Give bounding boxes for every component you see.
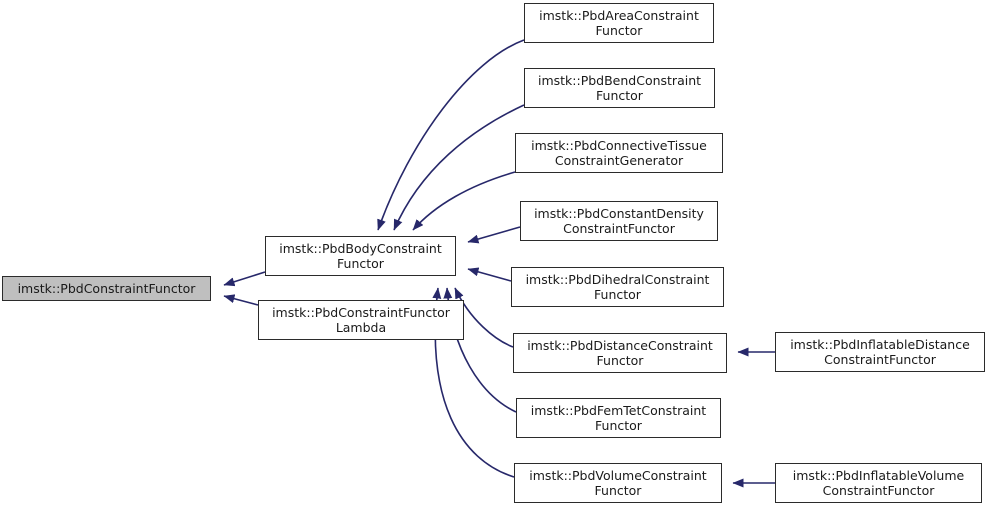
node-pbd-area-constraint-functor[interactable]: imstk::PbdAreaConstraint Functor bbox=[524, 3, 714, 43]
node-label: imstk::PbdConnectiveTissue ConstraintGen… bbox=[531, 137, 707, 169]
node-pbd-inflatable-volume-constraint-functor[interactable]: imstk::PbdInflatableVolume ConstraintFun… bbox=[775, 463, 982, 503]
node-pbd-inflatable-distance-constraint-functor[interactable]: imstk::PbdInflatableDistance ConstraintF… bbox=[775, 332, 985, 372]
node-label: imstk::PbdConstantDensity ConstraintFunc… bbox=[534, 205, 704, 237]
node-label: imstk::PbdFemTetConstraint Functor bbox=[530, 402, 707, 434]
node-pbd-bend-constraint-functor[interactable]: imstk::PbdBendConstraint Functor bbox=[524, 68, 715, 108]
node-label: imstk::PbdDistanceConstraint Functor bbox=[527, 337, 713, 369]
edge-dihedral-to-body bbox=[467, 267, 512, 282]
node-pbd-dihedral-constraint-functor[interactable]: imstk::PbdDihedralConstraint Functor bbox=[511, 267, 724, 307]
node-pbd-distance-constraint-functor[interactable]: imstk::PbdDistanceConstraint Functor bbox=[513, 333, 727, 373]
node-label: imstk::PbdConstraintFunctor Lambda bbox=[272, 304, 450, 336]
node-pbd-fem-tet-constraint-functor[interactable]: imstk::PbdFemTetConstraint Functor bbox=[516, 398, 721, 438]
edge-bend-to-body bbox=[393, 104, 525, 231]
node-label: imstk::PbdBodyConstraint Functor bbox=[279, 240, 442, 272]
node-label: imstk::PbdInflatableDistance ConstraintF… bbox=[790, 336, 970, 368]
node-pbd-body-constraint-functor[interactable]: imstk::PbdBodyConstraint Functor bbox=[265, 236, 456, 276]
edge-connective-to-body bbox=[412, 171, 516, 231]
node-label: imstk::PbdAreaConstraint Functor bbox=[539, 7, 699, 39]
node-pbd-connective-tissue-constraint-generator[interactable]: imstk::PbdConnectiveTissue ConstraintGen… bbox=[515, 133, 723, 173]
edge-lambda-to-base bbox=[223, 294, 259, 306]
node-pbd-constant-density-constraint-functor[interactable]: imstk::PbdConstantDensity ConstraintFunc… bbox=[520, 201, 718, 241]
node-label: imstk::PbdConstraintFunctor bbox=[17, 280, 196, 296]
node-label: imstk::PbdVolumeConstraint Functor bbox=[529, 467, 707, 499]
node-label: imstk::PbdInflatableVolume ConstraintFun… bbox=[792, 467, 965, 499]
edge-constant-density-to-body bbox=[467, 226, 521, 244]
node-pbd-constraint-functor[interactable]: imstk::PbdConstraintFunctor bbox=[2, 276, 211, 301]
node-pbd-volume-constraint-functor[interactable]: imstk::PbdVolumeConstraint Functor bbox=[514, 463, 722, 503]
edge-body-to-base bbox=[223, 271, 266, 287]
node-label: imstk::PbdBendConstraint Functor bbox=[537, 72, 702, 104]
node-label: imstk::PbdDihedralConstraint Functor bbox=[525, 271, 710, 303]
node-pbd-constraint-functor-lambda[interactable]: imstk::PbdConstraintFunctor Lambda bbox=[258, 300, 464, 340]
edge-area-to-body bbox=[377, 39, 525, 231]
